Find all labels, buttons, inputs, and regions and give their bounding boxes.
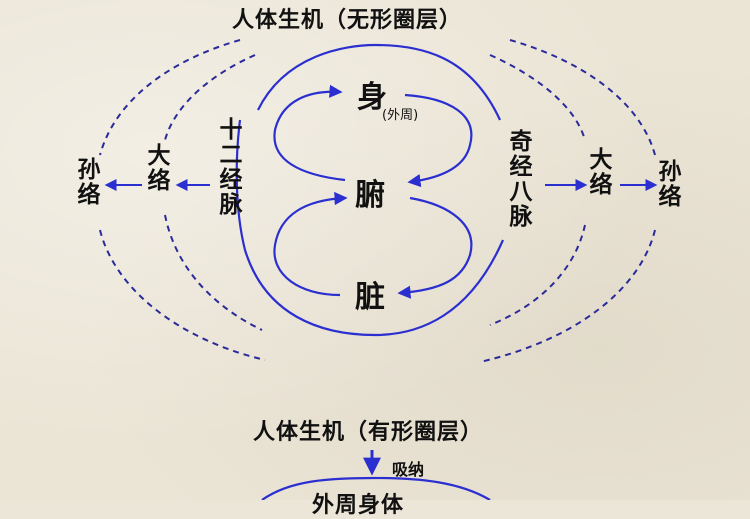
label-right-sunluo: 孙络 xyxy=(658,159,682,210)
outer-dashed-arc-top-left xyxy=(99,39,241,156)
outer-dashed-arc-bottom-left xyxy=(99,229,266,361)
loop-arrow-upper-left xyxy=(273,84,346,182)
outer-dashed-arc-top-right xyxy=(509,39,656,156)
label-fu: 腑 xyxy=(355,178,385,213)
loop-arrow-upper-right xyxy=(404,93,473,188)
outer-dashed-arc-bottom-right xyxy=(479,229,656,363)
absorb-label: 吸纳 xyxy=(392,460,425,479)
circulation-diagram xyxy=(99,39,658,500)
bottom-title: 人体生机（有形圈层） xyxy=(253,420,484,445)
label-shen-note: (外周) xyxy=(382,108,419,123)
bottom-partial-label: 外周身体 xyxy=(312,493,405,518)
inner-dashed-arc-top-left xyxy=(164,54,256,141)
outer-solid-loop xyxy=(235,43,505,337)
inner-dashed-arc-bottom-left xyxy=(164,214,263,331)
label-left-sunluo: 孙络 xyxy=(77,157,101,208)
loop-arrow-lower-left xyxy=(273,191,348,297)
label-eight-extra-meridians: 奇经八脉 xyxy=(509,129,533,230)
inner-dashed-arc-bottom-right xyxy=(489,224,586,326)
label-zang: 脏 xyxy=(355,280,385,315)
paper-background xyxy=(0,0,750,500)
loop-arrow-lower-right xyxy=(397,196,473,299)
top-title: 人体生机（无形圈层） xyxy=(232,8,463,33)
label-shen: 身 xyxy=(357,80,387,115)
label-right-daluo: 大络 xyxy=(589,147,613,198)
label-left-daluo: 大络 xyxy=(147,143,171,194)
inner-dashed-arc-top-right xyxy=(489,54,586,141)
bottom-ellipse-partial xyxy=(261,476,491,500)
label-twelve-meridians: 十二经脉 xyxy=(219,117,243,218)
